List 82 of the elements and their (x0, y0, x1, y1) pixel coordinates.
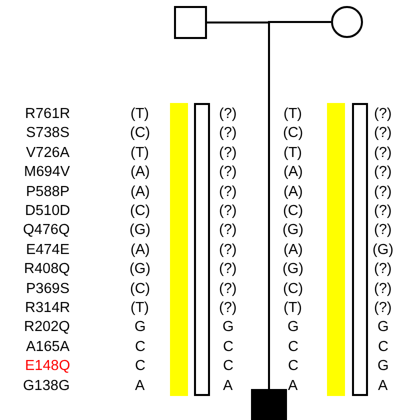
allele-label: G (222, 319, 234, 336)
allele-label: (C) (130, 280, 150, 298)
allele-label: A (223, 378, 233, 395)
allele-label: (T) (130, 106, 150, 123)
female-symbol (331, 6, 363, 38)
variant-label: Q476Q (23, 222, 70, 240)
allele-label: (C) (283, 203, 304, 220)
allele-label: (?) (219, 203, 237, 220)
haplotype-bar (327, 103, 345, 396)
allele-label: (?) (219, 125, 237, 142)
allele-label: (C) (130, 203, 150, 220)
variant-label: R408Q (24, 261, 70, 278)
allele-label: (A) (284, 184, 303, 201)
allele-label: (?) (374, 222, 392, 240)
allele-label: (?) (219, 280, 237, 298)
variant-label: E474E (26, 242, 70, 259)
variant-label: P588P (26, 184, 70, 201)
allele-label: (A) (130, 242, 150, 259)
haplotype-bar (194, 103, 210, 396)
allele-label: (?) (219, 300, 237, 317)
allele-label: (?) (219, 261, 237, 278)
allele-label: C (223, 358, 234, 376)
allele-label: G (378, 358, 389, 376)
allele-label: (A) (130, 184, 150, 201)
allele-label: C (288, 338, 298, 356)
allele-label: (A) (284, 242, 303, 259)
allele-label: A (378, 378, 388, 395)
allele-label: (A) (130, 164, 150, 182)
allele-label: (?) (374, 184, 392, 201)
allele-label: (T) (284, 300, 302, 317)
allele-label: (G) (130, 261, 150, 278)
allele-label: A (288, 378, 298, 395)
variant-label: R314R (25, 300, 70, 317)
variant-label: S738S (26, 125, 70, 142)
variant-label: E148Q (25, 358, 70, 376)
allele-label: (T) (130, 300, 150, 317)
haplotype-bar (170, 103, 188, 396)
allele-label: (?) (219, 222, 237, 240)
variant-label: M694V (24, 164, 70, 182)
allele-label: G (288, 319, 299, 336)
allele-label: (G) (282, 261, 304, 278)
affected-male-symbol (251, 389, 287, 420)
male-symbol (174, 6, 207, 39)
variant-label: V726A (26, 144, 70, 162)
allele-label: (?) (374, 261, 392, 278)
allele-label: (G) (282, 222, 304, 240)
allele-label: G (134, 319, 146, 336)
allele-label: A (135, 378, 145, 395)
allele-label: (?) (374, 144, 392, 162)
allele-label: (C) (130, 125, 150, 142)
allele-label: (A) (284, 164, 303, 182)
variant-label: P369S (26, 280, 70, 298)
variant-label: R761R (25, 106, 70, 123)
allele-label: (T) (284, 144, 302, 162)
variant-label: A165A (26, 338, 70, 356)
allele-label: (?) (219, 184, 237, 201)
variant-label: R202Q (24, 319, 70, 336)
allele-label: (?) (219, 144, 237, 162)
allele-label: C (378, 338, 388, 356)
allele-label: (T) (130, 144, 150, 162)
allele-label: C (135, 358, 146, 376)
allele-label: G (378, 319, 389, 336)
allele-label: (C) (283, 125, 304, 142)
allele-label: (?) (219, 106, 237, 123)
allele-label: (?) (374, 106, 392, 123)
allele-label: (T) (284, 106, 302, 123)
allele-label: (?) (374, 280, 392, 298)
allele-label: (G) (130, 222, 150, 240)
allele-label: (?) (374, 300, 392, 317)
allele-label: (?) (374, 164, 392, 182)
allele-label: C (135, 338, 146, 356)
allele-label: C (223, 338, 234, 356)
allele-label: (?) (374, 125, 392, 142)
haplotype-bar (352, 103, 368, 396)
allele-label: (?) (219, 242, 237, 259)
allele-label: (C) (283, 280, 304, 298)
variant-label: G138G (23, 378, 70, 395)
allele-label: (?) (374, 203, 392, 220)
allele-label: (?) (219, 164, 237, 182)
allele-label: C (288, 358, 298, 376)
allele-label: (G) (372, 242, 394, 259)
variant-label: D510D (25, 203, 70, 220)
